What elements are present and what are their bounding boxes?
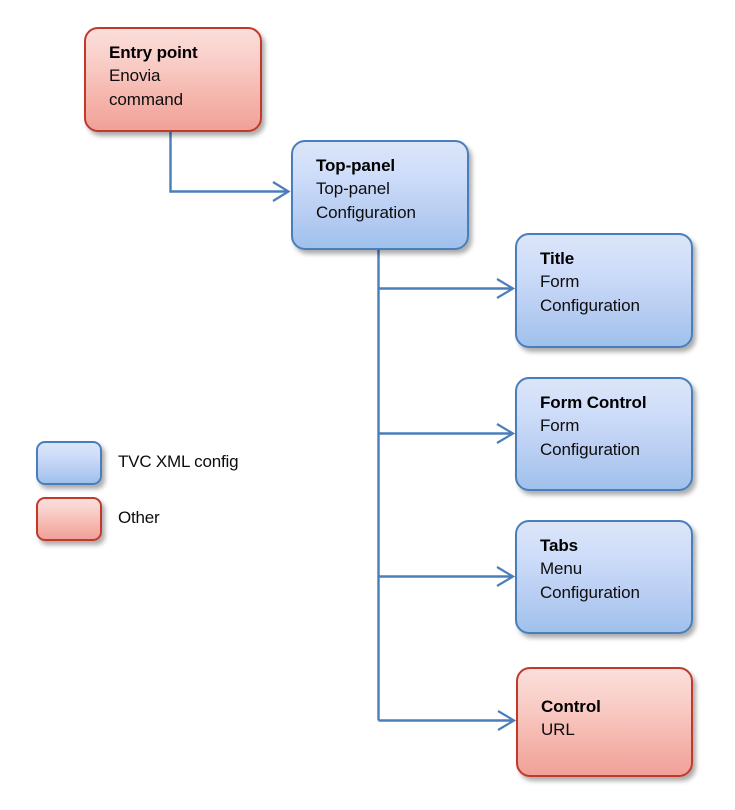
node-line: Top-panel	[316, 179, 390, 199]
node-line: Form	[540, 416, 580, 436]
node-title: Title	[540, 249, 575, 268]
node-entry-point[interactable]: Entry point Enovia command	[84, 27, 262, 132]
node-title-box[interactable]: Title Form Configuration	[515, 233, 693, 348]
legend-label-tvc-xml-config: TVC XML config	[118, 452, 239, 471]
node-line: Menu	[540, 559, 583, 579]
edge-top-panel-to-control	[378, 710, 517, 731]
edge-entry-point-to-top-panel	[169, 131, 291, 202]
edge-top-panel-to-title	[378, 278, 516, 299]
node-line: URL	[541, 720, 575, 740]
node-title: Form Control	[540, 393, 647, 412]
node-title: Tabs	[540, 536, 579, 555]
node-title: Top-panel	[316, 156, 396, 175]
node-line: Enovia	[109, 66, 161, 86]
legend-label-other: Other	[118, 508, 160, 527]
node-form-control[interactable]: Form Control Form Configuration	[515, 377, 693, 491]
node-line: command	[109, 89, 183, 109]
node-line: Configuration	[540, 295, 640, 315]
node-line: Configuration	[316, 202, 416, 222]
node-tabs[interactable]: Tabs Menu Configuration	[515, 520, 693, 634]
legend-swatch-tvc-xml-config	[36, 441, 102, 485]
node-title: Entry point	[109, 43, 198, 62]
node-line: Configuration	[540, 439, 640, 459]
legend-swatch-other	[36, 497, 102, 541]
edge-top-panel-to-tabs	[378, 566, 516, 587]
node-title: Control	[541, 697, 601, 716]
node-line: Configuration	[540, 582, 640, 602]
node-control[interactable]: Control URL	[516, 667, 693, 777]
edge-top-panel-to-form-control	[378, 423, 516, 444]
node-top-panel[interactable]: Top-panel Top-panel Configuration	[291, 140, 469, 250]
node-line: Form	[540, 272, 580, 292]
